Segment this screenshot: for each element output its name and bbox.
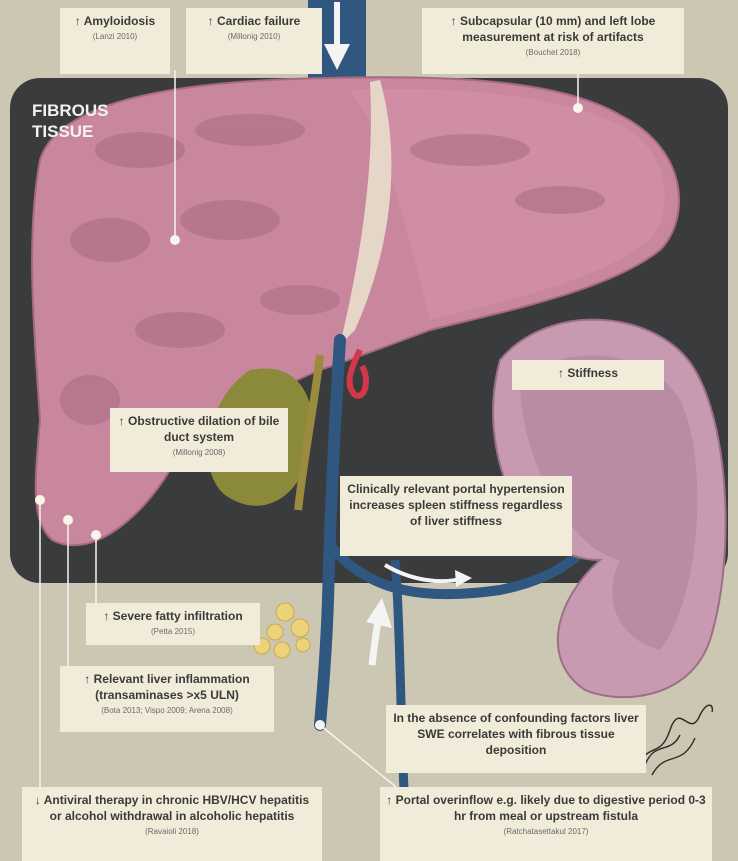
swe-text: In the absence of confounding factors li… <box>392 710 640 758</box>
subcapsular-text: ↑ Subcapsular (10 mm) and left lobe meas… <box>428 13 678 45</box>
fibrous-line-2: TISSUE <box>32 122 93 141</box>
cardiac-failure-box: ↑ Cardiac failure (Millonig 2010) <box>186 8 322 74</box>
amyloidosis-ref: (Lanzi 2010) <box>66 31 164 43</box>
antiviral-box: ↓ Antiviral therapy in chronic HBV/HCV h… <box>22 787 322 861</box>
portal-overinflow-text: ↑ Portal overinflow e.g. likely due to d… <box>386 792 706 824</box>
cardiac-failure-text: ↑ Cardiac failure <box>192 13 316 29</box>
obstructive-text: ↑ Obstructive dilation of bile duct syst… <box>116 413 282 445</box>
antiviral-text: ↓ Antiviral therapy in chronic HBV/HCV h… <box>28 792 316 824</box>
stiffness-text: ↑ Stiffness <box>518 365 658 381</box>
obstructive-box: ↑ Obstructive dilation of bile duct syst… <box>110 408 288 472</box>
obstructive-ref: (Millonig 2008) <box>116 447 282 459</box>
portal-hypertension-box: Clinically relevant portal hypertension … <box>340 476 572 556</box>
stiffness-box: ↑ Stiffness <box>512 360 664 390</box>
fatty-infiltration-box: ↑ Severe fatty infiltration (Petta 2015) <box>86 603 260 645</box>
inflammation-box: ↑ Relevant liver inflammation (transamin… <box>60 666 274 732</box>
inflammation-ref: (Bota 2013; Vispo 2009; Arena 2008) <box>66 705 268 717</box>
subcapsular-ref: (Bouchet 2018) <box>428 47 678 59</box>
fibrous-tissue-icon <box>636 705 712 775</box>
fat-droplets-icon <box>254 603 310 658</box>
amyloidosis-box: ↑ Amyloidosis (Lanzi 2010) <box>60 8 170 74</box>
portal-overinflow-box: ↑ Portal overinflow e.g. likely due to d… <box>380 787 712 861</box>
swe-box: In the absence of confounding factors li… <box>386 705 646 773</box>
portal-hypertension-text: Clinically relevant portal hypertension … <box>346 481 566 529</box>
portal-overinflow-ref: (Ratchatasettakul 2017) <box>386 826 706 838</box>
inflammation-text: ↑ Relevant liver inflammation (transamin… <box>66 671 268 703</box>
fatty-infiltration-ref: (Petta 2015) <box>92 626 254 638</box>
fibrous-line-1: FIBROUS <box>32 101 109 120</box>
subcapsular-box: ↑ Subcapsular (10 mm) and left lobe meas… <box>422 8 684 74</box>
amyloidosis-text: ↑ Amyloidosis <box>66 13 164 29</box>
fatty-infiltration-text: ↑ Severe fatty infiltration <box>92 608 254 624</box>
fibrous-tissue-label: FIBROUS TISSUE <box>32 100 109 142</box>
cardiac-failure-ref: (Millonig 2010) <box>192 31 316 43</box>
antiviral-ref: (Ravaioli 2018) <box>28 826 316 838</box>
